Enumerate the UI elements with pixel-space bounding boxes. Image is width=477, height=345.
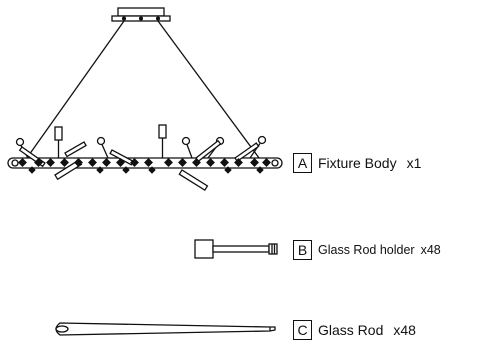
bar-connectors — [18, 158, 271, 167]
glass-rod-drawing — [55, 322, 276, 336]
part-row-b: B Glass Rod holder x48 — [293, 240, 441, 260]
glass-rod-holder-drawing — [194, 239, 278, 259]
part-quantity: x48 — [420, 242, 441, 257]
part-row-c: C Glass Rod x48 — [293, 320, 416, 340]
ball-arms — [15, 135, 267, 159]
fixture-body-drawing — [7, 7, 283, 192]
part-name: Glass Rod — [318, 322, 384, 338]
part-name: Glass Rod holder — [318, 242, 415, 257]
under-bar-connectors — [28, 166, 264, 174]
part-letter-box: C — [293, 320, 312, 340]
part-name: Fixture Body — [318, 155, 397, 171]
suspension-cables — [23, 20, 263, 163]
part-quantity: x48 — [393, 322, 416, 338]
part-row-a: A Fixture Body x1 — [293, 153, 421, 173]
part-quantity: x1 — [406, 155, 422, 171]
part-letter-box: B — [293, 240, 312, 260]
candle-holders — [54, 124, 167, 158]
canopy — [111, 7, 171, 22]
part-letter-box: A — [293, 153, 312, 173]
lower-rods — [54, 159, 209, 192]
